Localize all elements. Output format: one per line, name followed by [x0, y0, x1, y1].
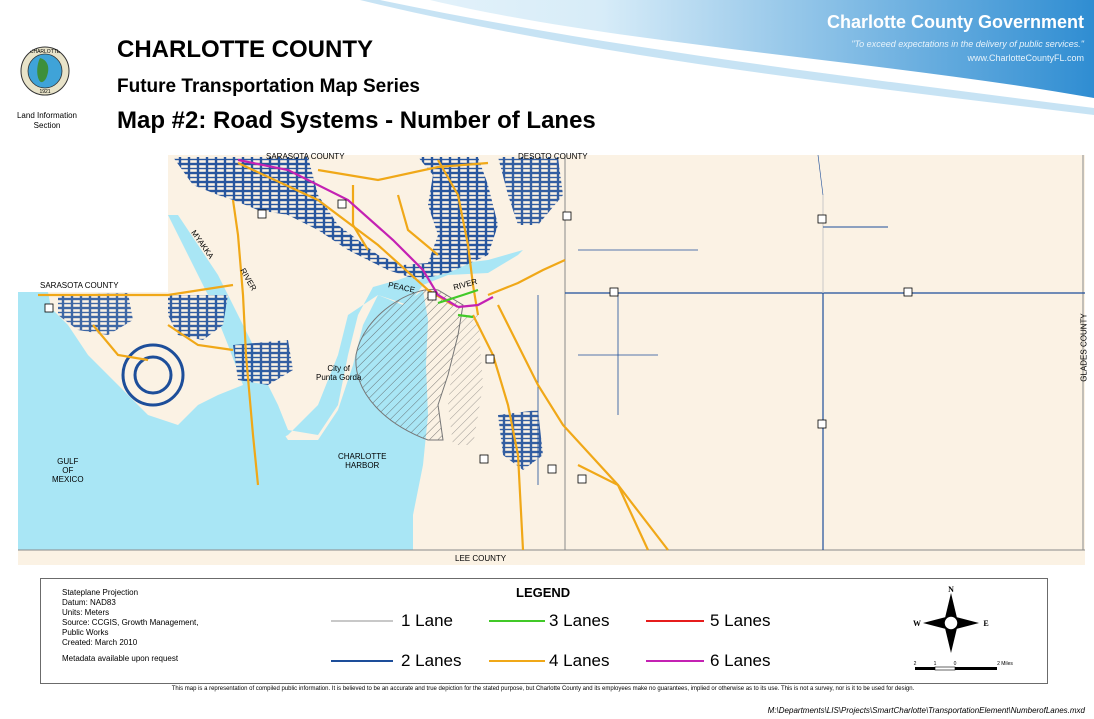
legend-swatch — [489, 660, 545, 662]
legend-label: 1 Lane — [401, 611, 453, 630]
lee-county-label: LEE COUNTY — [455, 554, 507, 563]
scale-tick-1: 1 — [934, 661, 937, 667]
legend-swatch — [646, 620, 704, 622]
harbor-label-line1: CHARLOTTE — [338, 452, 387, 461]
port-charlotte-streets — [173, 157, 498, 280]
city-label-line2: Punta Gorda — [316, 373, 362, 382]
six-lane-road — [237, 158, 459, 308]
gulf-label-line1: GULF — [57, 457, 79, 466]
legend-item-6-lanes: 6 Lanes — [646, 651, 806, 671]
scale-tick-0: 2 — [914, 661, 917, 667]
gulf-label-line2: OF — [62, 466, 74, 475]
legend-swatch — [646, 660, 704, 662]
legend-item-4-lanes: 4 Lanes — [489, 651, 649, 671]
svg-text:1921: 1921 — [39, 89, 50, 95]
road-lanes-map: SARASOTA COUNTY DESOTO COUNTY SARASOTA C… — [18, 152, 1089, 565]
created-text: Created: March 2010 — [62, 638, 138, 647]
file-path-text: M:\Departments\LIS\Projects\SmartCharlot… — [767, 706, 1085, 715]
map-name-title: Map #2: Road Systems - Number of Lanes — [117, 107, 596, 134]
land-information-label: Land Information Section — [16, 111, 78, 130]
metadata-note: Metadata available upon request — [62, 654, 179, 663]
gulf-label-line3: MEXICO — [52, 475, 84, 484]
city-label-line1: City of — [327, 364, 351, 373]
map-header: Charlotte County Government "To exceed e… — [0, 0, 1094, 145]
government-name: Charlotte County Government — [826, 12, 1084, 32]
sarasota-county-west-label: SARASOTA COUNTY — [40, 281, 119, 290]
legend-swatch — [489, 620, 545, 622]
units-text: Units: Meters — [62, 608, 110, 617]
map-canvas — [18, 154, 1085, 565]
scale-tick-3: 2 Miles — [997, 661, 1013, 667]
datum-text: Datum: NAD83 — [62, 598, 116, 607]
desoto-county-label: DESOTO COUNTY — [518, 152, 588, 161]
sarasota-county-north-label: SARASOTA COUNTY — [266, 152, 345, 161]
compass-south: S — [949, 654, 954, 655]
compass-north: N — [948, 585, 954, 594]
charlotte-harbor-label: CHARLOTTE HARBOR — [338, 452, 386, 470]
legend-item-2-lanes: 2 Lanes — [331, 651, 491, 671]
legend-label: 5 Lanes — [710, 611, 771, 630]
legend-label: 2 Lanes — [401, 651, 462, 670]
compass-east: E — [983, 619, 988, 628]
punta-gorda-city-limits — [355, 288, 464, 441]
projection-text: Stateplane Projection — [62, 588, 139, 597]
government-url: www.CharlotteCountyFL.com — [967, 53, 1084, 63]
svg-text:CHARLOTTE: CHARLOTTE — [30, 49, 61, 55]
compass-west: W — [913, 619, 921, 628]
disclaimer-text: This map is a representation of compiled… — [171, 686, 915, 692]
three-lane-road — [437, 288, 479, 305]
legend-swatch — [331, 620, 393, 622]
government-banner — [0, 0, 1094, 115]
page-title: CHARLOTTE COUNTY — [117, 36, 373, 63]
legend-label: 6 Lanes — [710, 651, 771, 670]
legend-item-1-lane: 1 Lane — [331, 611, 491, 631]
i-75-road — [497, 304, 669, 551]
legend-title: LEGEND — [516, 585, 571, 600]
harbor-label-line2: HARBOR — [345, 461, 380, 470]
legend-item-3-lanes: 3 Lanes — [489, 611, 649, 631]
source-text-cont: Public Works — [62, 628, 109, 637]
gulf-of-mexico-label: GULF OF MEXICO — [52, 457, 84, 484]
legend-swatch — [331, 660, 393, 662]
scale-bar: 2 1 0 2 Miles — [914, 661, 1013, 671]
legend-label: 3 Lanes — [549, 611, 610, 630]
north-arrow-compass-icon: N S W E — [913, 585, 989, 655]
legend-item-5-lanes: 5 Lanes — [646, 611, 806, 631]
map-legend: Stateplane Projection Datum: NAD83 Units… — [40, 578, 1048, 684]
glades-county-label: GLADES COUNTY — [1079, 313, 1089, 382]
punta-gorda-label: City of Punta Gorda — [316, 364, 361, 382]
legend-label: 4 Lanes — [549, 651, 610, 670]
map-metadata: Stateplane Projection Datum: NAD83 Units… — [62, 588, 199, 664]
highway-shield — [257, 209, 267, 219]
county-seal-logo: CHARLOTTE 1921 — [20, 46, 70, 96]
government-tagline: "To exceed expectations in the delivery … — [851, 39, 1084, 49]
scale-tick-2: 0 — [954, 661, 957, 667]
source-text: Source: CCGIS, Growth Management, — [62, 618, 199, 627]
map-series-subtitle: Future Transportation Map Series — [117, 76, 420, 97]
